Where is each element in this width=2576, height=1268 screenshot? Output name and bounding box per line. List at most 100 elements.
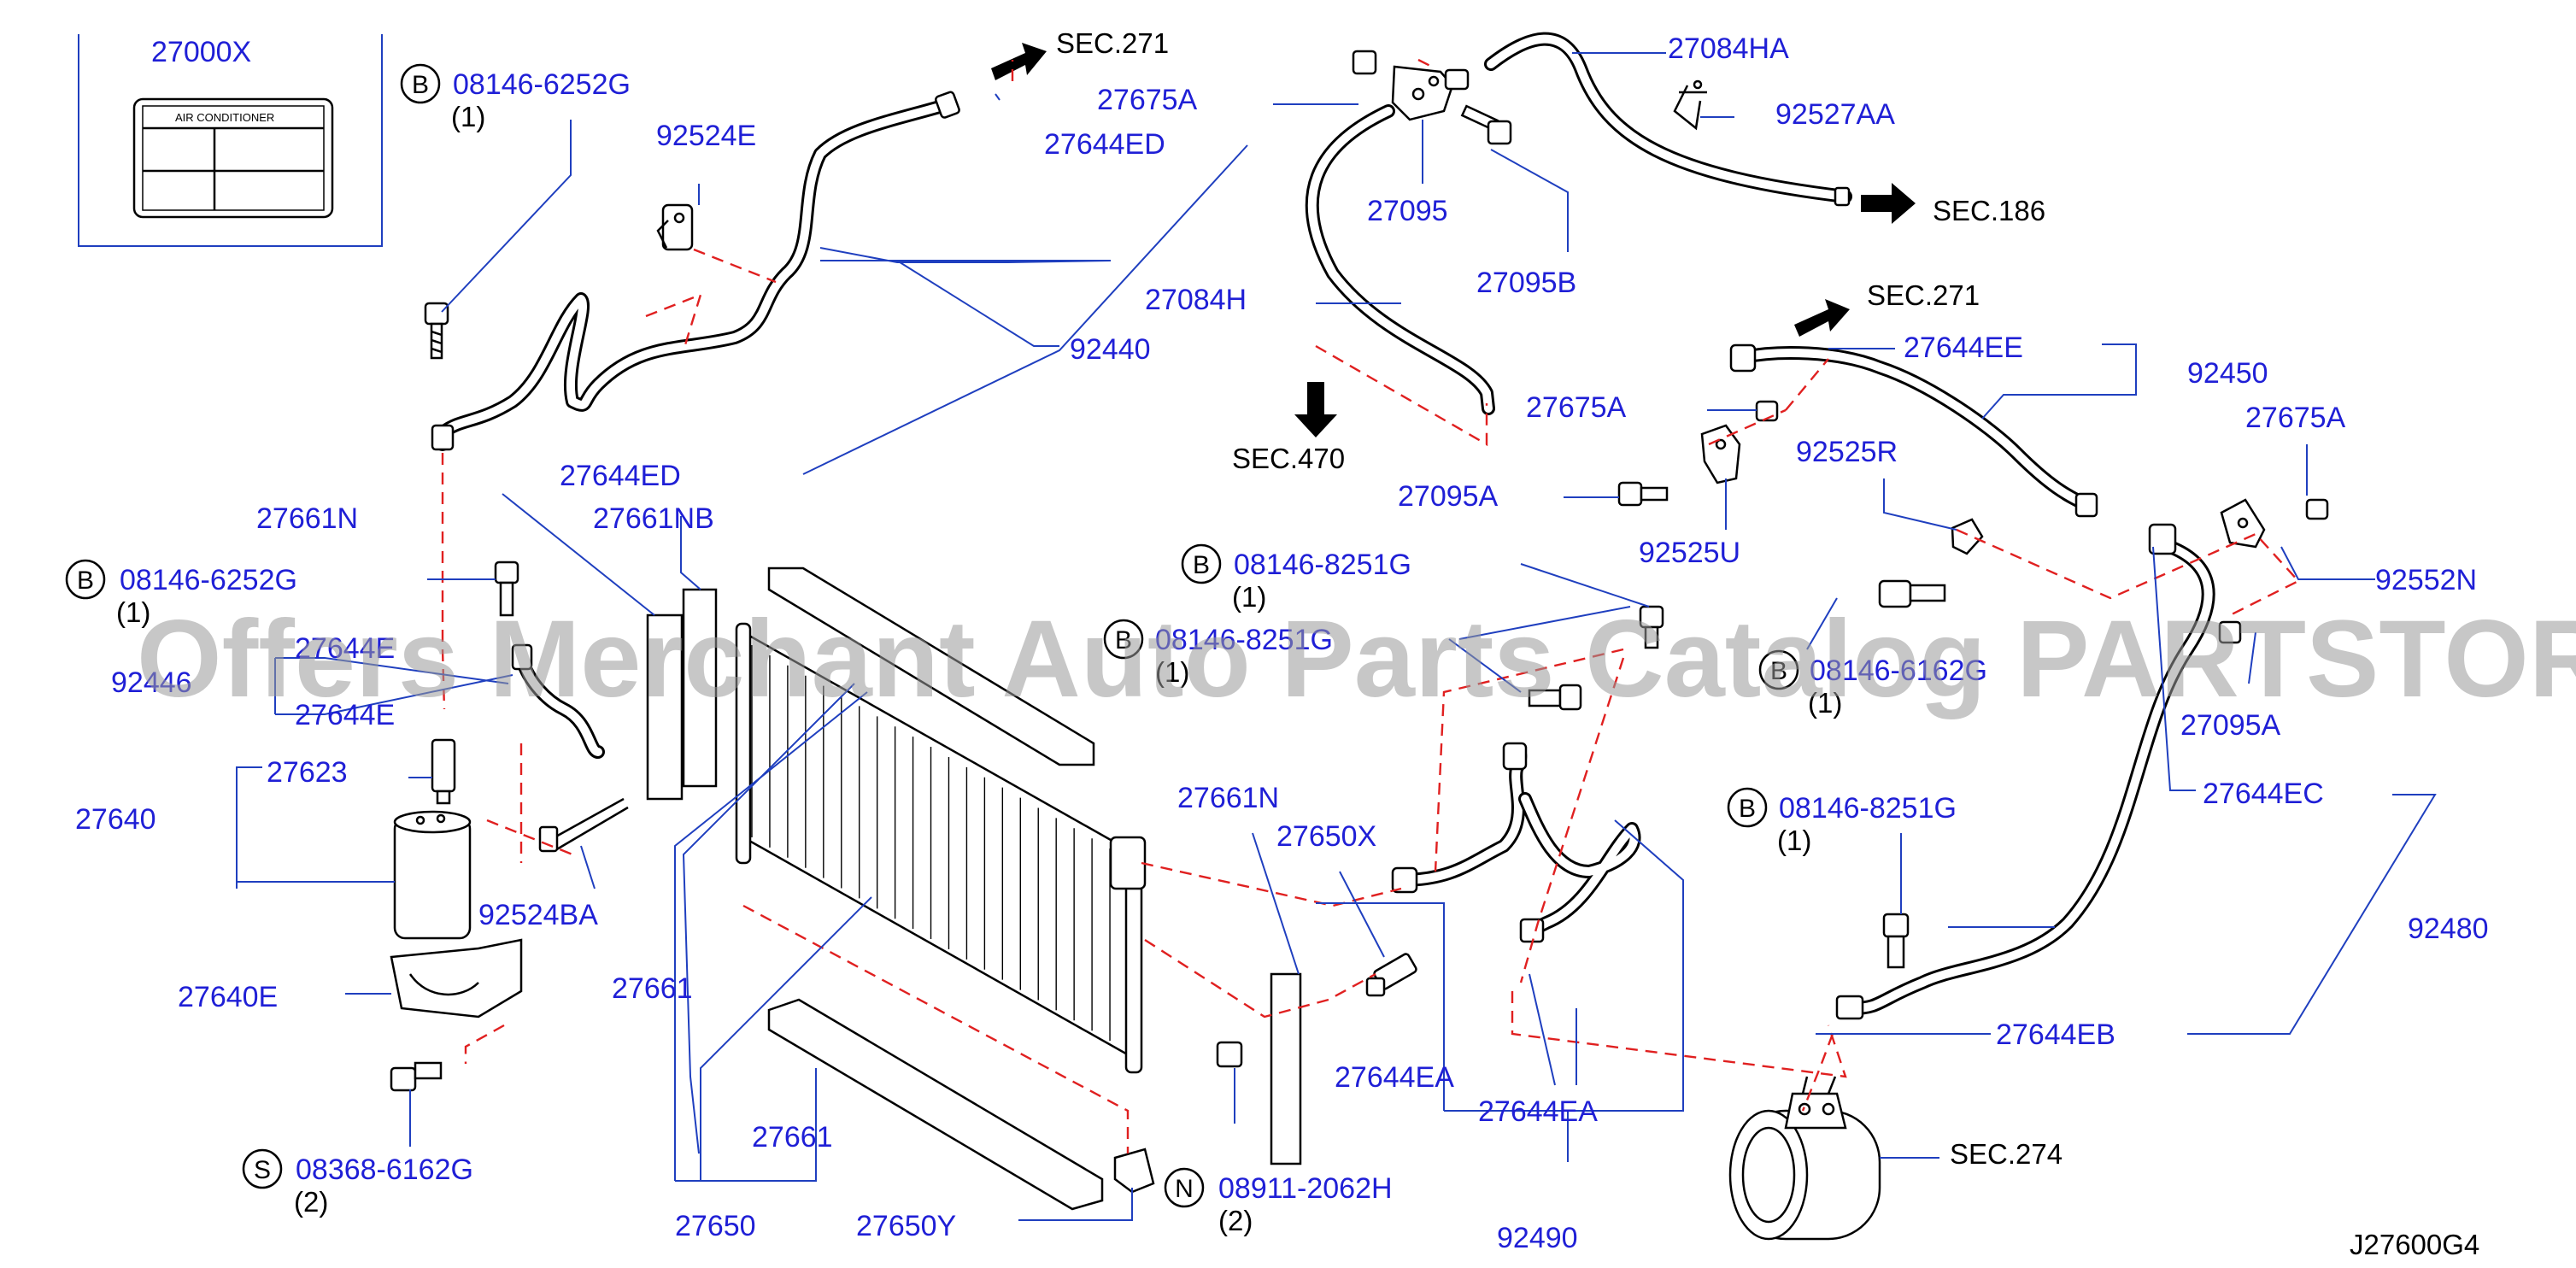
fastener-letter: B xyxy=(1115,626,1132,655)
part-label-27095: 27095 xyxy=(1367,195,1448,227)
bolt-27095A-right xyxy=(2218,620,2242,644)
fastener-qty: (1) xyxy=(1155,656,1189,688)
watermark: Offers Merchant Auto Parts Catalog PARTS… xyxy=(137,598,2576,720)
sec186-label: SEC.186 xyxy=(1933,195,2045,226)
part-label-27661NB: 27661NB xyxy=(593,502,714,535)
part-label-92525U: 92525U xyxy=(1639,537,1740,569)
sensor-27623 xyxy=(431,738,456,805)
part-label-92480: 92480 xyxy=(2408,913,2489,945)
sec274-label: SEC.274 xyxy=(1950,1138,2063,1170)
part-label-27623: 27623 xyxy=(267,756,348,789)
part-label-27644E-a: 27644E xyxy=(295,632,395,665)
part-label-27084H: 27084H xyxy=(1145,284,1247,316)
part-label-92552N: 92552N xyxy=(2375,564,2477,596)
fastener-qty: (2) xyxy=(294,1186,328,1218)
arrow-sec470 xyxy=(1294,382,1337,437)
fastener-code: 08911-2062H xyxy=(1218,1172,1393,1205)
sec271-top-label: SEC.271 xyxy=(1056,27,1169,59)
bolt-6252G-left xyxy=(494,561,519,617)
part-label-27644EA-a: 27644EA xyxy=(1335,1061,1454,1094)
fastener-qty: (2) xyxy=(1218,1205,1253,1236)
fastener-callout: B 08146-8251G (1) xyxy=(1727,787,1957,856)
part-label-92525R: 92525R xyxy=(1796,436,1898,468)
diagram-code: J27600G4 xyxy=(2350,1229,2479,1260)
nut-08911 xyxy=(1216,1041,1243,1068)
pipe-92440 xyxy=(431,91,960,451)
fastener-letter: B xyxy=(1193,551,1210,579)
fastener-code: 08146-6252G xyxy=(453,68,631,101)
part-label-27644EB: 27644EB xyxy=(1996,1019,2115,1051)
part-label-27661-low: 27661 xyxy=(752,1121,833,1154)
bracket-92552N xyxy=(2220,498,2266,549)
part-label-27661N-right: 27661N xyxy=(1177,782,1279,814)
part-label-27084HA: 27084HA xyxy=(1668,32,1789,65)
bracket-27640E xyxy=(390,938,523,1019)
part-label-92527AA: 92527AA xyxy=(1775,98,1895,131)
leader-lines xyxy=(236,52,2437,1221)
ac-label-text: AIR CONDITIONER xyxy=(175,111,274,124)
clip-92527AA xyxy=(1673,79,1707,131)
part-label-27675A-top: 27675A xyxy=(1097,84,1198,116)
part-label-27644ED-left: 27644ED xyxy=(560,460,681,492)
clip-92525R xyxy=(1951,518,1984,555)
fastener-letter: B xyxy=(77,566,94,595)
bolt-27675A-right xyxy=(2305,498,2329,520)
switch-27650X xyxy=(1365,953,1417,997)
part-label-92446: 92446 xyxy=(111,666,192,699)
seal-27661-lower xyxy=(767,998,1104,1211)
fastener-callout: B 08146-6162G (1) xyxy=(1758,649,1987,719)
fastener-letter: S xyxy=(254,1156,271,1184)
part-label-27644E-b: 27644E xyxy=(295,699,395,731)
part-label-92490: 92490 xyxy=(1497,1222,1578,1254)
bolt-top-left xyxy=(424,302,449,360)
part-label-27640: 27640 xyxy=(75,803,156,836)
fastener-code: 08146-6162G xyxy=(1810,655,1987,687)
part-label-92524E: 92524E xyxy=(656,120,756,152)
sec271-right-label: SEC.271 xyxy=(1867,279,1980,311)
part-label-27095A-right: 27095A xyxy=(2180,709,2281,742)
seal-27661N-left xyxy=(646,588,718,801)
part-label-27644ED-top: 27644ED xyxy=(1044,128,1165,161)
compressor-sec274 xyxy=(1728,1076,1881,1241)
bracket-27650Y xyxy=(1113,1148,1155,1194)
arrow-sec271-right xyxy=(1794,299,1850,337)
part-label-27640E: 27640E xyxy=(178,981,278,1013)
part-label-27095B: 27095B xyxy=(1476,267,1576,299)
band-92524BA xyxy=(538,797,629,853)
labels: SEC.271 SEC.186 SEC.470 SEC.271 SEC.274 … xyxy=(75,27,2489,1260)
fastener-qty: (1) xyxy=(1232,581,1266,613)
fastener-qty: (1) xyxy=(1808,687,1842,719)
fastener-code: 08146-6252G xyxy=(120,564,297,596)
part-label-27644EA-b: 27644EA xyxy=(1478,1095,1598,1128)
hose-27084H xyxy=(1305,104,1495,415)
part-label-27650Y: 27650Y xyxy=(856,1210,956,1242)
part-label-92524BA: 92524BA xyxy=(478,899,598,931)
bolt-27095A-mid xyxy=(1617,481,1669,507)
bracket-92525U xyxy=(1700,424,1741,484)
pipe-92450 xyxy=(1729,343,2098,518)
part-label-27650: 27650 xyxy=(675,1210,756,1242)
fastener-qty: (1) xyxy=(1777,825,1811,856)
pipe-92446 xyxy=(511,643,605,759)
fastener-letter: N xyxy=(1175,1175,1194,1203)
bolt-6162G xyxy=(1878,579,1946,608)
part-label-27675A-mid: 27675A xyxy=(1526,391,1627,424)
condenser-27650 xyxy=(735,622,1147,1074)
fastener-letter: B xyxy=(1739,795,1756,823)
fastener-callout: N 08911-2062H (2) xyxy=(1164,1167,1393,1236)
seal-27661N-right xyxy=(1270,972,1302,1165)
fastener-callouts: B 08146-6252G (1) B 08146-6252G (1) B 08… xyxy=(65,63,1987,1236)
part-label-27095A-mid: 27095A xyxy=(1398,480,1499,513)
part-label-27650X: 27650X xyxy=(1276,820,1376,853)
inset-27000X: 27000X AIR CONDITIONER xyxy=(78,34,383,247)
seal-27661-upper xyxy=(767,566,1095,766)
fastener-code: 08146-8251G xyxy=(1155,624,1333,656)
bolt-6162G-left xyxy=(390,1061,443,1092)
bracket-92524E xyxy=(656,203,694,251)
arrow-sec271-top xyxy=(991,43,1047,80)
part-label-27644EC: 27644EC xyxy=(2203,778,2324,810)
fastener-qty: (1) xyxy=(451,101,485,132)
fastener-code: 08368-6162G xyxy=(296,1154,473,1186)
fastener-code: 08146-8251G xyxy=(1779,792,1957,825)
fastener-callout: S 08368-6162G (2) xyxy=(242,1148,473,1218)
